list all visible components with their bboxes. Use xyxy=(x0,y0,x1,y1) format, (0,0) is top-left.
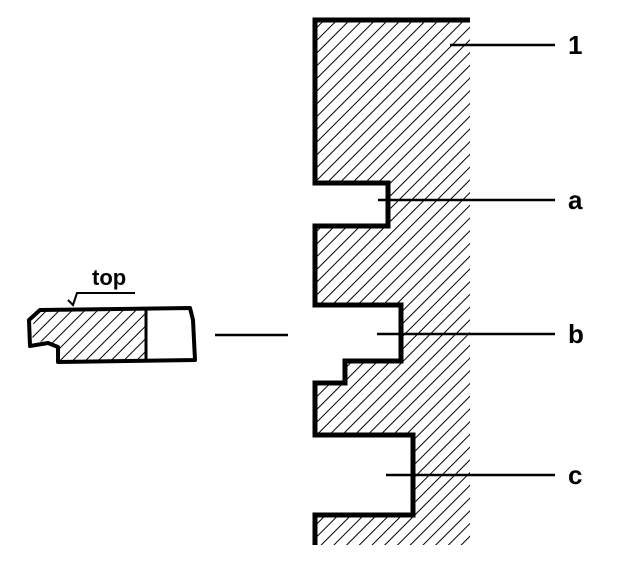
main-profile xyxy=(312,17,470,545)
top-leader-line xyxy=(67,292,135,307)
small-part-section xyxy=(27,306,197,364)
label-b: b xyxy=(568,319,584,349)
small-part-outline xyxy=(27,306,197,364)
main-profile-outline xyxy=(312,17,470,545)
main-profile-hatch xyxy=(315,20,470,545)
label-c: c xyxy=(568,460,582,490)
label-a: a xyxy=(568,185,583,215)
small-part-hatch xyxy=(32,310,145,361)
label-top: top xyxy=(92,265,126,290)
label-1: 1 xyxy=(568,30,582,60)
